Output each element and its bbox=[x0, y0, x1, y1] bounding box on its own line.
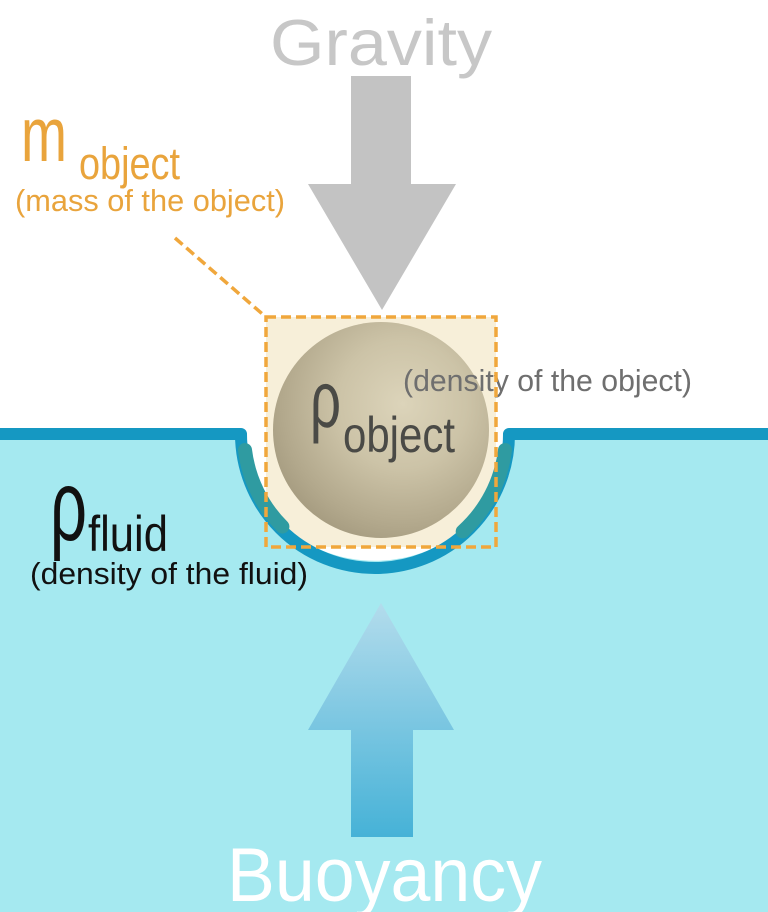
buoyancy-arrow bbox=[308, 603, 454, 837]
buoyancy-label: Buoyancy bbox=[227, 833, 542, 912]
mass-caption: (mass of the object) bbox=[15, 183, 285, 218]
gravity-arrow bbox=[308, 76, 456, 310]
fluid-density-subscript: fluid bbox=[88, 506, 168, 562]
meniscus-shadow-left bbox=[238, 443, 290, 534]
object-density-subscript: object bbox=[343, 407, 455, 463]
mass-subscript: object bbox=[79, 138, 180, 189]
fluid-density-caption: (density of the fluid) bbox=[30, 556, 308, 591]
object-sphere bbox=[273, 322, 489, 538]
meniscus-shadow-right bbox=[455, 443, 512, 539]
object-density-caption: (density of the object) bbox=[403, 363, 692, 398]
mass-symbol: m bbox=[21, 92, 67, 178]
fluid-density-symbol: ρ bbox=[50, 450, 87, 562]
callout-connector-line bbox=[173, 236, 269, 320]
gravity-label: Gravity bbox=[270, 6, 493, 79]
object-density-symbol: ρ bbox=[310, 355, 341, 444]
highlight-box-border bbox=[264, 315, 498, 549]
